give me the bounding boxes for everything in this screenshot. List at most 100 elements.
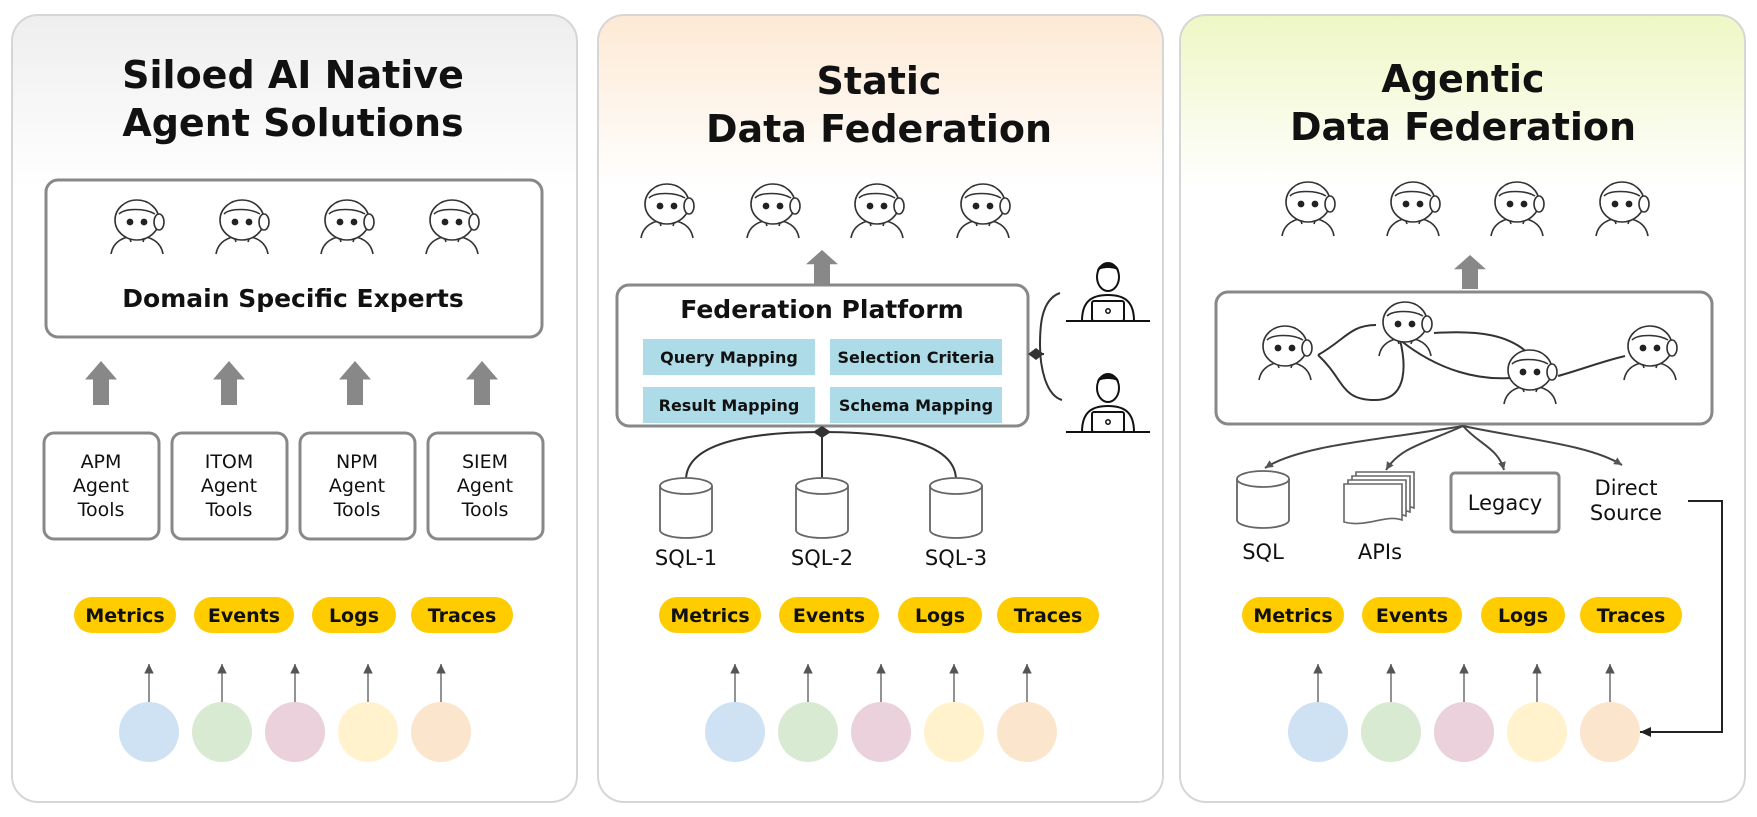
mapping-label: Query Mapping	[660, 348, 798, 367]
database-label: SQL-1	[655, 546, 717, 570]
pill-events	[779, 597, 879, 633]
data-source-circle	[1580, 702, 1640, 762]
pill-label: Logs	[1498, 605, 1548, 627]
data-source-circle	[338, 702, 398, 762]
pill-logs	[1481, 597, 1565, 633]
pill-metrics	[659, 597, 761, 633]
tool-line2: Agent	[73, 475, 129, 497]
up-arrow-icon	[1454, 255, 1486, 289]
mapping-box-schema	[830, 387, 1002, 423]
tool-line2: Agent	[201, 475, 257, 497]
source-label-sql: SQL	[1242, 540, 1284, 564]
panel-title-line2: Data Federation	[706, 107, 1052, 151]
panel-title-line1: Agentic	[1381, 57, 1544, 101]
person-laptop-icon	[1066, 262, 1150, 322]
mapping-label: Schema Mapping	[839, 396, 993, 415]
tool-line1: NPM	[336, 451, 378, 473]
database-label: SQL-2	[791, 546, 853, 570]
robot-icon	[956, 183, 1011, 239]
human-connector	[1038, 292, 1063, 401]
pill-events	[194, 597, 294, 633]
pill-traces	[411, 597, 513, 633]
data-source-circle	[192, 702, 252, 762]
robot-icon	[1281, 181, 1336, 237]
database-link	[821, 431, 957, 481]
data-source-circle	[778, 702, 838, 762]
pill-label: Metrics	[1253, 605, 1332, 627]
direct-source-feedback-arrow	[1640, 500, 1723, 737]
tool-line3: Tools	[77, 499, 125, 521]
up-arrow-icon	[466, 361, 498, 405]
tool-line1: SIEM	[462, 451, 508, 473]
agent-link	[1433, 331, 1531, 356]
pill-label: Metrics	[85, 605, 164, 627]
robot-icon	[1503, 349, 1558, 405]
robot-icon	[1258, 325, 1313, 381]
agent-link	[1557, 355, 1626, 377]
tool-line3: Tools	[461, 499, 509, 521]
database-icon	[1236, 470, 1290, 529]
tool-box-npm	[298, 431, 417, 541]
experts-label: Domain Specific Experts	[122, 284, 463, 313]
robot-icon	[850, 183, 905, 239]
data-source-circle	[1361, 702, 1421, 762]
data-source-circle	[705, 702, 765, 762]
pill-label: Traces	[1014, 605, 1083, 627]
robot-icon	[640, 183, 695, 239]
tool-box-apm	[42, 431, 161, 541]
database-icon	[929, 477, 983, 539]
robot-icon	[746, 183, 801, 239]
data-source-circle	[851, 702, 911, 762]
data-source-circle	[411, 702, 471, 762]
up-arrow-icon	[806, 250, 838, 284]
robot-icon	[1490, 181, 1545, 237]
pill-label: Traces	[1597, 605, 1666, 627]
tool-box-siem	[426, 431, 545, 541]
data-source-circle	[265, 702, 325, 762]
tool-line2: Agent	[457, 475, 513, 497]
source-label-legacy: Legacy	[1468, 491, 1542, 515]
mapping-box-selection	[830, 339, 1002, 375]
source-link	[1264, 425, 1464, 469]
pill-traces	[997, 597, 1099, 633]
source-link	[1462, 425, 1506, 471]
pill-events	[1362, 597, 1462, 633]
panel-title-line2: Data Federation	[1290, 105, 1636, 149]
data-source-circle	[1434, 702, 1494, 762]
data-source-circle	[997, 702, 1057, 762]
pill-logs	[898, 597, 982, 633]
agent-link	[1317, 324, 1377, 356]
tool-line1: APM	[81, 451, 122, 473]
robot-icon	[425, 199, 480, 255]
panel-title-line2: Agent Solutions	[122, 101, 463, 145]
panel-title-line1: Static	[817, 59, 942, 103]
data-source-circle	[119, 702, 179, 762]
pill-traces	[1580, 597, 1682, 633]
tool-line3: Tools	[205, 499, 253, 521]
connector-diamond	[1028, 348, 1044, 360]
tool-box-itom	[170, 431, 289, 541]
tool-line3: Tools	[333, 499, 381, 521]
legacy-box	[1449, 471, 1561, 534]
pill-label: Metrics	[670, 605, 749, 627]
robot-icon	[215, 199, 270, 255]
mapping-label: Result Mapping	[659, 396, 800, 415]
up-arrow-icon	[85, 361, 117, 405]
pill-label: Events	[208, 605, 280, 627]
robot-icon	[1378, 301, 1433, 357]
robot-icon	[1386, 181, 1441, 237]
pill-label: Logs	[915, 605, 965, 627]
direct-source-line2: Source	[1590, 501, 1662, 525]
pill-label: Traces	[428, 605, 497, 627]
stacked-pages-icon	[1343, 471, 1415, 525]
pill-label: Logs	[329, 605, 379, 627]
mapping-box-result	[643, 387, 815, 423]
robot-icon	[1623, 325, 1678, 381]
pill-label: Events	[1376, 605, 1448, 627]
federation-platform-label: Federation Platform	[680, 295, 963, 324]
tool-line1: ITOM	[205, 451, 254, 473]
database-icon	[659, 477, 713, 539]
panel-title-line1: Siloed AI Native	[122, 53, 464, 97]
mapping-box-query	[643, 339, 815, 375]
